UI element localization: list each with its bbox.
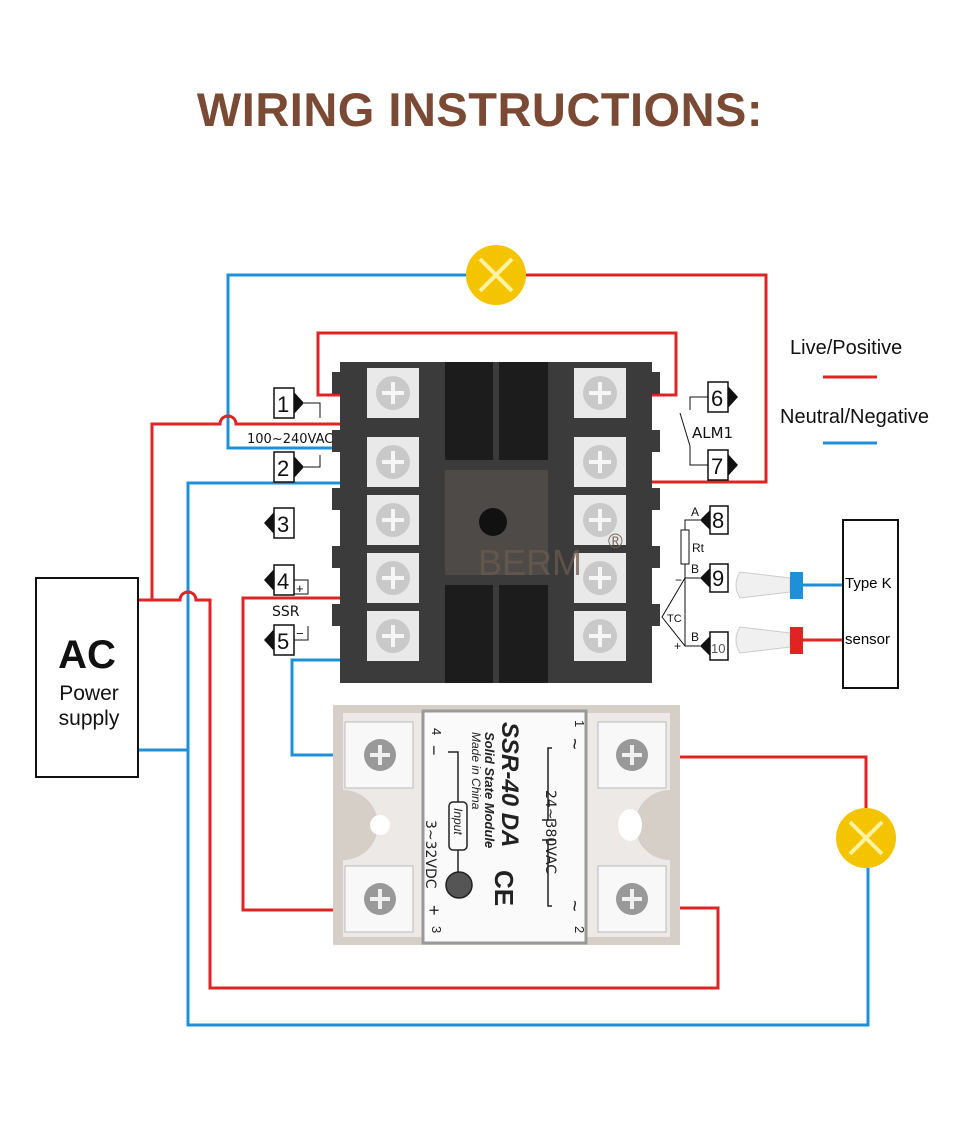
sensor-fork-connectors <box>735 571 803 654</box>
sensor-type-label: Type K <box>845 575 892 592</box>
controller-screw-terminal <box>574 437 626 487</box>
rtd-b2-label: B <box>691 630 699 644</box>
rt-label: Rt <box>692 541 705 555</box>
led-indicator-icon <box>445 871 473 899</box>
solid-state-relay: 4 1 3 2 SSR-40 DA Solid State Module Mad… <box>333 705 680 945</box>
controller-screw-terminal <box>574 611 626 661</box>
controller-screw-terminal <box>367 611 419 661</box>
left-terminal-labels: 1 100~240VAC 2 3 4 + SSR 5 − <box>247 387 333 656</box>
ce-mark: CE <box>489 870 519 906</box>
right-terminal-labels: 6 ALM1 7 8 A Rt B 9 TC − + B 10 <box>661 381 738 661</box>
lamp-icon <box>466 245 526 305</box>
terminal-9-label: 9 <box>712 566 724 591</box>
ssr-minus: − <box>424 745 444 756</box>
terminal-2-label: 2 <box>277 456 289 481</box>
legend: Live/Positive Neutral/Negative <box>780 337 929 445</box>
wire-live-ac-ssr2 <box>152 590 720 990</box>
ssr-origin: Made in China <box>469 732 483 810</box>
lamp-icon <box>836 808 896 868</box>
brand-logo: BERM <box>478 542 582 583</box>
supply-voltage-label: 100~240VAC <box>247 432 333 447</box>
ssr-tilde-2: ~ <box>563 900 585 912</box>
ssr-input-label: Input <box>451 808 465 835</box>
controller-screw-terminal <box>367 437 419 487</box>
rtd-b-label: B <box>691 562 699 576</box>
ssr-terminal-4: 4 <box>429 728 444 735</box>
wire-neutral-ac-t2 <box>138 481 340 752</box>
wire-ssr-positive <box>241 596 345 912</box>
ssr-plus-label: + <box>296 581 304 596</box>
page-title: WIRING INSTRUCTIONS: <box>196 83 764 136</box>
controller-screw-terminal <box>574 495 626 545</box>
terminal-4-label: 4 <box>277 569 289 594</box>
thermocouple-sensor: Type K sensor <box>842 519 899 689</box>
ssr-label: SSR <box>272 604 300 620</box>
controller-screw-terminal <box>367 553 419 603</box>
temperature-controller: BERM ® <box>332 362 660 683</box>
wire-ssr-negative <box>290 658 345 757</box>
ssr-minus-label: − <box>296 626 304 641</box>
wire-neutral-lamp2 <box>186 750 870 1027</box>
terminal-8-label: 8 <box>712 508 724 533</box>
ssr-output-voltage: 24~380VAC <box>542 790 558 874</box>
rtd-a-label: A <box>691 505 699 519</box>
ssr-subtitle: Solid State Module <box>482 732 497 848</box>
controller-screw-terminal <box>367 368 419 418</box>
ssr-schematic <box>448 747 556 907</box>
ssr-terminal-2: 2 <box>572 926 587 933</box>
legend-neutral-label: Neutral/Negative <box>780 406 929 428</box>
terminal-5-label: 5 <box>277 629 289 654</box>
wires <box>138 273 870 1027</box>
supply-label: supply <box>59 707 120 730</box>
wire-live-ssr1-lamp <box>668 755 868 808</box>
wire-neutral-top-lamp <box>226 273 470 450</box>
tc-plus-label: + <box>674 639 681 653</box>
sensor-label: sensor <box>845 631 890 648</box>
terminal-7-label: 7 <box>711 454 723 479</box>
controller-screw-terminal <box>574 553 626 603</box>
tc-label: TC <box>667 613 682 625</box>
controller-screw-terminal <box>574 368 626 418</box>
controller-screw-terminal <box>367 495 419 545</box>
ssr-model: SSR-40 DA <box>496 722 523 847</box>
ssr-plus: + <box>424 905 444 916</box>
wire-live-lamp-t7 <box>522 273 768 484</box>
ssr-input-voltage: 3~32VDC <box>422 820 438 889</box>
registered-mark: ® <box>608 531 623 553</box>
terminal-6-label: 6 <box>711 386 723 411</box>
tc-minus-label: − <box>675 573 682 587</box>
ac-label: AC <box>58 633 116 677</box>
ssr-terminal-1: 1 <box>572 720 587 727</box>
ssr-tilde-1: ~ <box>563 738 585 750</box>
ssr-screw-terminals <box>344 721 667 933</box>
power-label: Power <box>59 682 119 705</box>
ac-power-supply: AC Power supply <box>35 577 139 778</box>
terminal-1-label: 1 <box>277 392 289 417</box>
wire-live-ac-t1 <box>138 414 340 602</box>
terminal-3-label: 3 <box>277 512 289 537</box>
ssr-terminal-3: 3 <box>429 926 444 933</box>
alarm-label: ALM1 <box>692 424 733 442</box>
wire-live-loop-t6 <box>316 331 678 397</box>
legend-live-label: Live/Positive <box>790 337 902 359</box>
terminal-10-label: 10 <box>711 641 725 656</box>
